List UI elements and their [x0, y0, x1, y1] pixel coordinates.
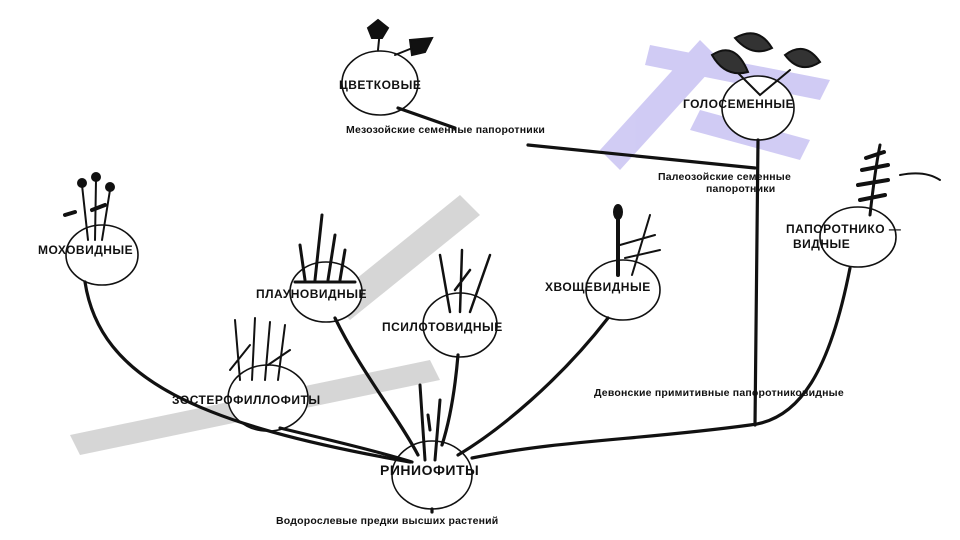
moss-icon: [63, 172, 115, 241]
ginkgo-icon: [710, 32, 822, 97]
label-paporotnikovidnye-line1: ПАПОРОТНИКО —: [786, 222, 902, 236]
annotation-devonian: Девонские примитивные папоротниковидные: [594, 387, 844, 399]
branch-plaunovidnye: [333, 316, 420, 457]
circle-khvoshchevidnye: [585, 259, 661, 321]
annotation-algal-ancestors: Водорослевые предки высших растений: [276, 515, 499, 527]
branch-golosemennye: [753, 138, 760, 427]
label-tsvetkovye: ЦВЕТКОВЫЕ: [339, 78, 422, 92]
fern-icon: [856, 143, 941, 217]
branch-paleozoic: [526, 143, 757, 170]
circle-tsvetkovye: [341, 50, 419, 116]
branch-tsvetkovye: [396, 106, 457, 130]
annotation-paleozoic-line2: папоротники: [706, 183, 776, 195]
branch-zosterofillofity: [278, 426, 414, 464]
psilotum-icon: [438, 248, 492, 314]
horsetail-icon: [613, 204, 661, 277]
annotation-mesozoic: Мезозойские семенные папоротники: [346, 124, 546, 136]
zosterophyllum-icon: [229, 317, 291, 381]
label-psilotovidnye: ПСИЛОТОВИДНЫЕ: [382, 320, 503, 334]
label-khvoshchevidnye: ХВОЩЕВИДНЫЕ: [545, 280, 651, 294]
circle-mokhovidnye: [65, 224, 139, 286]
circle-paporotnikovidnye: [819, 206, 897, 268]
watermark-stroke-2: [330, 195, 480, 320]
label-golosemennye: ГОЛОСЕМЕННЫЕ: [683, 97, 795, 111]
label-mokhovidnye: МОХОВИДНЫЕ: [38, 243, 134, 257]
label-zosterofillofity: ЗОСТЕРОФИЛЛОФИТЫ: [172, 393, 321, 407]
branch-mokhovidnye: [83, 280, 412, 464]
label-paporotnikovidnye-line2: ВИДНЫЕ: [793, 237, 851, 251]
annotation-paleozoic-line1: Палеозойские семенные: [658, 171, 792, 183]
branch-devonian: [470, 266, 852, 460]
clubmoss-icon: [293, 213, 357, 284]
label-riniofity: РИНИОФИТЫ: [380, 462, 480, 478]
rhynia-icon: [418, 383, 442, 462]
flower-icon: [366, 18, 434, 57]
branch-psilotovidnye: [440, 353, 460, 447]
circle-plaunovidnye: [289, 261, 363, 323]
label-plaunovidnye: ПЛАУНОВИДНЫЕ: [256, 287, 367, 301]
branch-khvoshchevidnye: [456, 316, 610, 457]
